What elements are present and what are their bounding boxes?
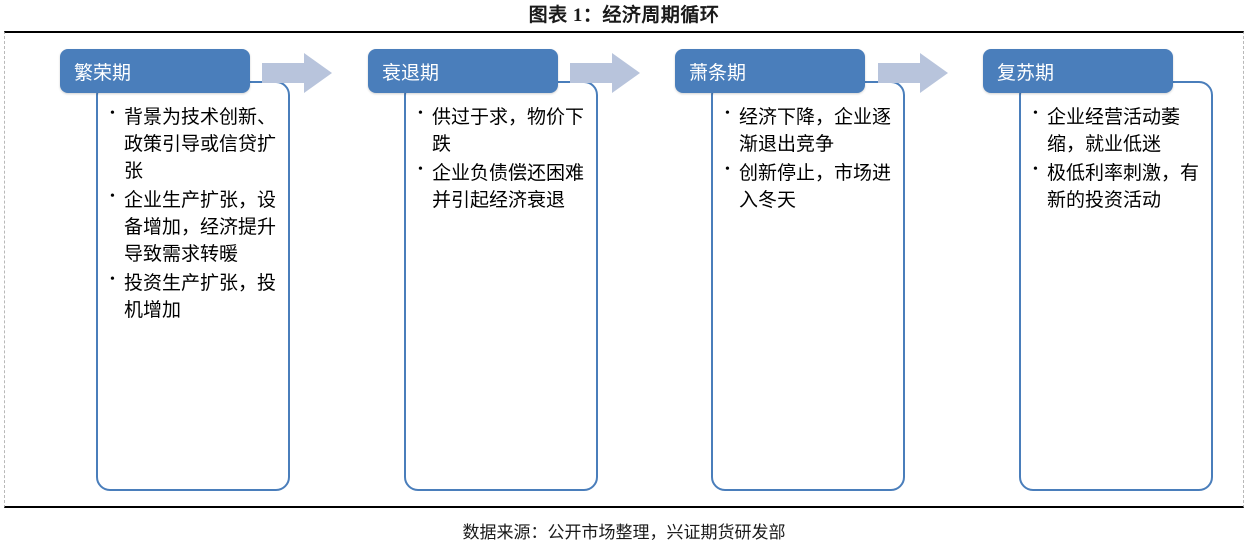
list-item: 经济下降，企业逐渐退出竞争 <box>723 104 893 159</box>
phase-body-recovery: 企业经营活动萎缩，就业低迷 极低利率刺激，有新的投资活动 <box>1019 81 1213 491</box>
phase-body-recession: 供过于求，物价下跌 企业负债偿还困难并引起经济衰退 <box>404 81 598 491</box>
cycle-diagram: 繁荣期 背景为技术创新、政策引导或信贷扩张 企业生产扩张，设备增加，经济提升导致… <box>0 31 1248 508</box>
list-item: 企业生产扩张，设备增加，经济提升导致需求转暖 <box>108 187 278 269</box>
bullet-list: 供过于求，物价下跌 企业负债偿还困难并引起经济衰退 <box>416 104 586 215</box>
page-title: 图表 1：经济周期循环 <box>528 5 720 26</box>
list-item: 创新停止，市场进入冬天 <box>723 160 893 215</box>
phase-column-recovery: 复苏期 企业经营活动萎缩，就业低迷 极低利率刺激，有新的投资活动 <box>983 31 1213 508</box>
arrow-right-icon <box>570 53 640 93</box>
phase-column-recession: 衰退期 供过于求，物价下跌 企业负债偿还困难并引起经济衰退 <box>368 31 598 508</box>
phase-header-recovery: 复苏期 <box>983 49 1173 93</box>
bullet-list: 经济下降，企业逐渐退出竞争 创新停止，市场进入冬天 <box>723 104 893 215</box>
phase-header-depression: 萧条期 <box>675 49 865 93</box>
arrow-right-icon <box>878 53 948 93</box>
list-item: 企业经营活动萎缩，就业低迷 <box>1031 104 1201 159</box>
phase-body-prosperity: 背景为技术创新、政策引导或信贷扩张 企业生产扩张，设备增加，经济提升导致需求转暖… <box>96 81 290 491</box>
phase-column-depression: 萧条期 经济下降，企业逐渐退出竞争 创新停止，市场进入冬天 <box>675 31 905 508</box>
phase-column-prosperity: 繁荣期 背景为技术创新、政策引导或信贷扩张 企业生产扩张，设备增加，经济提升导致… <box>60 31 290 508</box>
list-item: 供过于求，物价下跌 <box>416 104 586 159</box>
list-item: 企业负债偿还困难并引起经济衰退 <box>416 160 586 215</box>
source-note: 数据来源：公开市场整理，兴证期货研发部 <box>462 523 786 542</box>
arrow-right-icon <box>262 53 332 93</box>
bullet-list: 背景为技术创新、政策引导或信贷扩张 企业生产扩张，设备增加，经济提升导致需求转暖… <box>108 104 278 325</box>
phase-header-prosperity: 繁荣期 <box>60 49 250 93</box>
list-item: 极低利率刺激，有新的投资活动 <box>1031 160 1201 215</box>
bullet-list: 企业经营活动萎缩，就业低迷 极低利率刺激，有新的投资活动 <box>1031 104 1201 215</box>
list-item: 投资生产扩张，投机增加 <box>108 270 278 325</box>
list-item: 背景为技术创新、政策引导或信贷扩张 <box>108 104 278 186</box>
phase-body-depression: 经济下降，企业逐渐退出竞争 创新停止，市场进入冬天 <box>711 81 905 491</box>
phase-header-recession: 衰退期 <box>368 49 558 93</box>
